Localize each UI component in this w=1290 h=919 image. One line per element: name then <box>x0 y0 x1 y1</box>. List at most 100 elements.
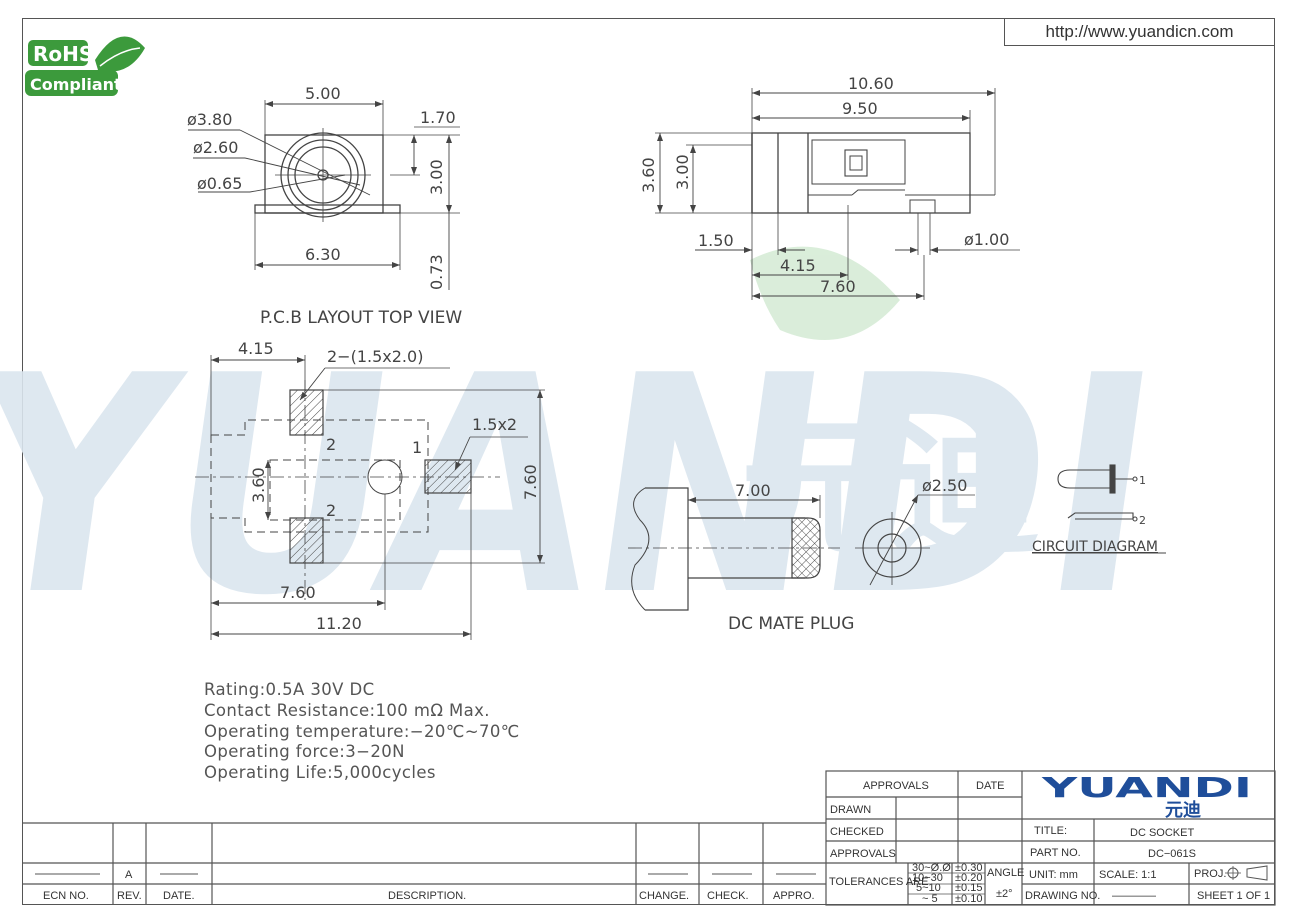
unit-label: UNIT: mm <box>1029 869 1078 881</box>
compliant-text: Compliant <box>30 75 122 94</box>
dim-w950: 9.50 <box>842 99 878 118</box>
revision-table <box>22 822 826 905</box>
angle-value: ±2° <box>996 888 1013 900</box>
dim-d065: ø0.65 <box>197 174 242 193</box>
check-header: CHECK. <box>707 890 749 902</box>
part-no-label: PART NO. <box>1030 847 1081 859</box>
watermark-latin: YUANDI <box>0 312 1176 661</box>
tol-range-1: 10~30 <box>912 872 943 884</box>
dc-mate-plug-caption: DC MATE PLUG <box>728 614 854 634</box>
dim-w500: 5.00 <box>305 84 341 103</box>
tol-value-0: ±0.30 <box>955 862 982 874</box>
dim-w150: 1.50 <box>698 231 734 250</box>
pcb-layout-caption: P.C.B LAYOUT TOP VIEW <box>260 308 462 328</box>
revision-table-text: A ECN NO. REV. DATE. DESCRIPTION. CHANGE… <box>43 869 815 902</box>
dim-d260: ø2.60 <box>193 138 238 157</box>
side-view <box>655 88 1020 300</box>
title-block <box>825 770 1276 906</box>
website-url[interactable]: http://www.yuandicn.com <box>1004 18 1275 46</box>
dim-pad2: 2−(1.5x2.0) <box>327 347 423 366</box>
title-block-text: APPROVALS DATE DRAWN CHECKED APPROVALS T… <box>829 771 1270 905</box>
pin-label-2a: 2 <box>326 435 336 454</box>
dim-d100: ø1.00 <box>964 230 1009 249</box>
dim-w415b: 4.15 <box>238 339 274 358</box>
dim-h300a: 3.00 <box>427 159 446 195</box>
pcb-layout <box>195 355 545 640</box>
circuit-pin-1: 1 <box>1139 474 1146 487</box>
approvals-label: APPROVALS <box>830 848 896 860</box>
circuit-diagram-labels: 1 2 CIRCUIT DIAGRAM <box>1032 474 1166 555</box>
circuit-pin-2: 2 <box>1139 514 1146 527</box>
rev-header: REV. <box>117 890 142 902</box>
appro-header: APPRO. <box>773 890 815 902</box>
watermark: YUANDI 元迪 <box>0 246 1176 662</box>
dim-d250: ø2.50 <box>922 476 967 495</box>
circuit-diagram-caption: CIRCUIT DIAGRAM <box>1032 539 1158 555</box>
brand-logo: YUANDI <box>1040 771 1252 804</box>
watermark-chinese: 元迪 <box>740 402 1040 576</box>
dc-mate-plug-labels: 7.00 ø2.50 DC MATE PLUG <box>728 476 967 634</box>
drawing-no-value: ———— <box>1112 890 1156 902</box>
title-value: DC SOCKET <box>1130 827 1194 839</box>
rev-value: A <box>125 869 133 881</box>
checked-label: CHECKED <box>830 826 884 838</box>
dim-h300b: 3.00 <box>673 154 692 190</box>
dim-h360b: 3.60 <box>249 467 268 503</box>
dim-w760a: 7.60 <box>820 277 856 296</box>
tol-range-0: 30~Ø.Ø <box>912 862 951 874</box>
dim-w415a: 4.15 <box>780 256 816 275</box>
dim-h760: 7.60 <box>521 464 540 500</box>
dim-w1120: 11.20 <box>316 614 362 633</box>
rohs-logo: RoHS Compliant <box>25 36 145 96</box>
ecn-header: ECN NO. <box>43 890 89 902</box>
spec-rating: Rating:0.5A 30V DC <box>204 680 375 699</box>
spec-operating-force: Operating force:3−20N <box>204 742 405 762</box>
scale-label: SCALE: 1:1 <box>1099 869 1156 881</box>
dim-d380: ø3.80 <box>187 110 232 129</box>
part-no-value: DC−061S <box>1148 848 1196 860</box>
drawing-frame <box>22 18 1275 905</box>
dim-h360a: 3.60 <box>639 157 658 193</box>
pad-2-bottom <box>289 517 324 564</box>
angle-label: ANGLE <box>987 867 1024 879</box>
proj-label: PROJ. <box>1194 868 1226 880</box>
tol-range-2: 5~10 <box>916 882 941 894</box>
tol-value-3: ±0.10 <box>955 893 982 905</box>
dim-w170: 1.70 <box>420 108 456 127</box>
front-view-labels: ø3.80 ø2.60 ø0.65 5.00 1.70 3.00 6.30 0.… <box>187 84 456 290</box>
pin-label-1: 1 <box>412 438 422 457</box>
spec-contact-resistance: Contact Resistance:100 mΩ Max. <box>204 700 490 720</box>
date-header: DATE <box>976 780 1005 792</box>
tolerances-label: TOLERANCES ARE <box>829 876 928 888</box>
circuit-diagram <box>1057 464 1138 522</box>
front-view <box>188 100 460 290</box>
dim-w760b: 7.60 <box>280 583 316 602</box>
dim-pad1: 1.5x2 <box>472 415 517 434</box>
pad-1 <box>424 459 472 494</box>
date-col-header: DATE. <box>163 890 195 902</box>
change-header: CHANGE. <box>639 890 689 902</box>
title-label: TITLE: <box>1034 825 1067 837</box>
drawn-label: DRAWN <box>830 804 871 816</box>
pad-2-top <box>289 389 324 436</box>
spec-operating-life: Operating Life:5,000cycles <box>204 763 436 783</box>
tol-range-3: ~ 5 <box>922 893 938 905</box>
dim-w630: 6.30 <box>305 245 341 264</box>
spec-operating-temperature: Operating temperature:−20℃~70℃ <box>204 721 520 741</box>
tol-value-1: ±0.20 <box>955 872 982 884</box>
pin-label-2b: 2 <box>326 501 336 520</box>
dim-h073: 0.73 <box>427 254 446 290</box>
specifications: Rating:0.5A 30V DC Contact Resistance:10… <box>204 680 520 784</box>
side-view-labels: 10.60 9.50 3.60 3.00 1.50 4.15 ø1.00 7.6… <box>639 74 1009 296</box>
dc-mate-plug <box>628 487 975 611</box>
tol-value-2: ±0.15 <box>955 882 982 894</box>
rohs-text: RoHS <box>33 42 93 66</box>
drawing-no-label: DRAWING NO. <box>1025 890 1100 902</box>
pcb-layout-labels: 4.15 2−(1.5x2.0) 1.5x2 3.60 7.60 2 1 2 7… <box>238 339 540 633</box>
sheet-label: SHEET 1 OF 1 <box>1197 890 1270 902</box>
dim-w700: 7.00 <box>735 481 771 500</box>
approvals-header: APPROVALS <box>863 780 929 792</box>
description-header: DESCRIPTION. <box>388 890 466 902</box>
brand-logo-cn: 元迪 <box>1165 800 1201 821</box>
